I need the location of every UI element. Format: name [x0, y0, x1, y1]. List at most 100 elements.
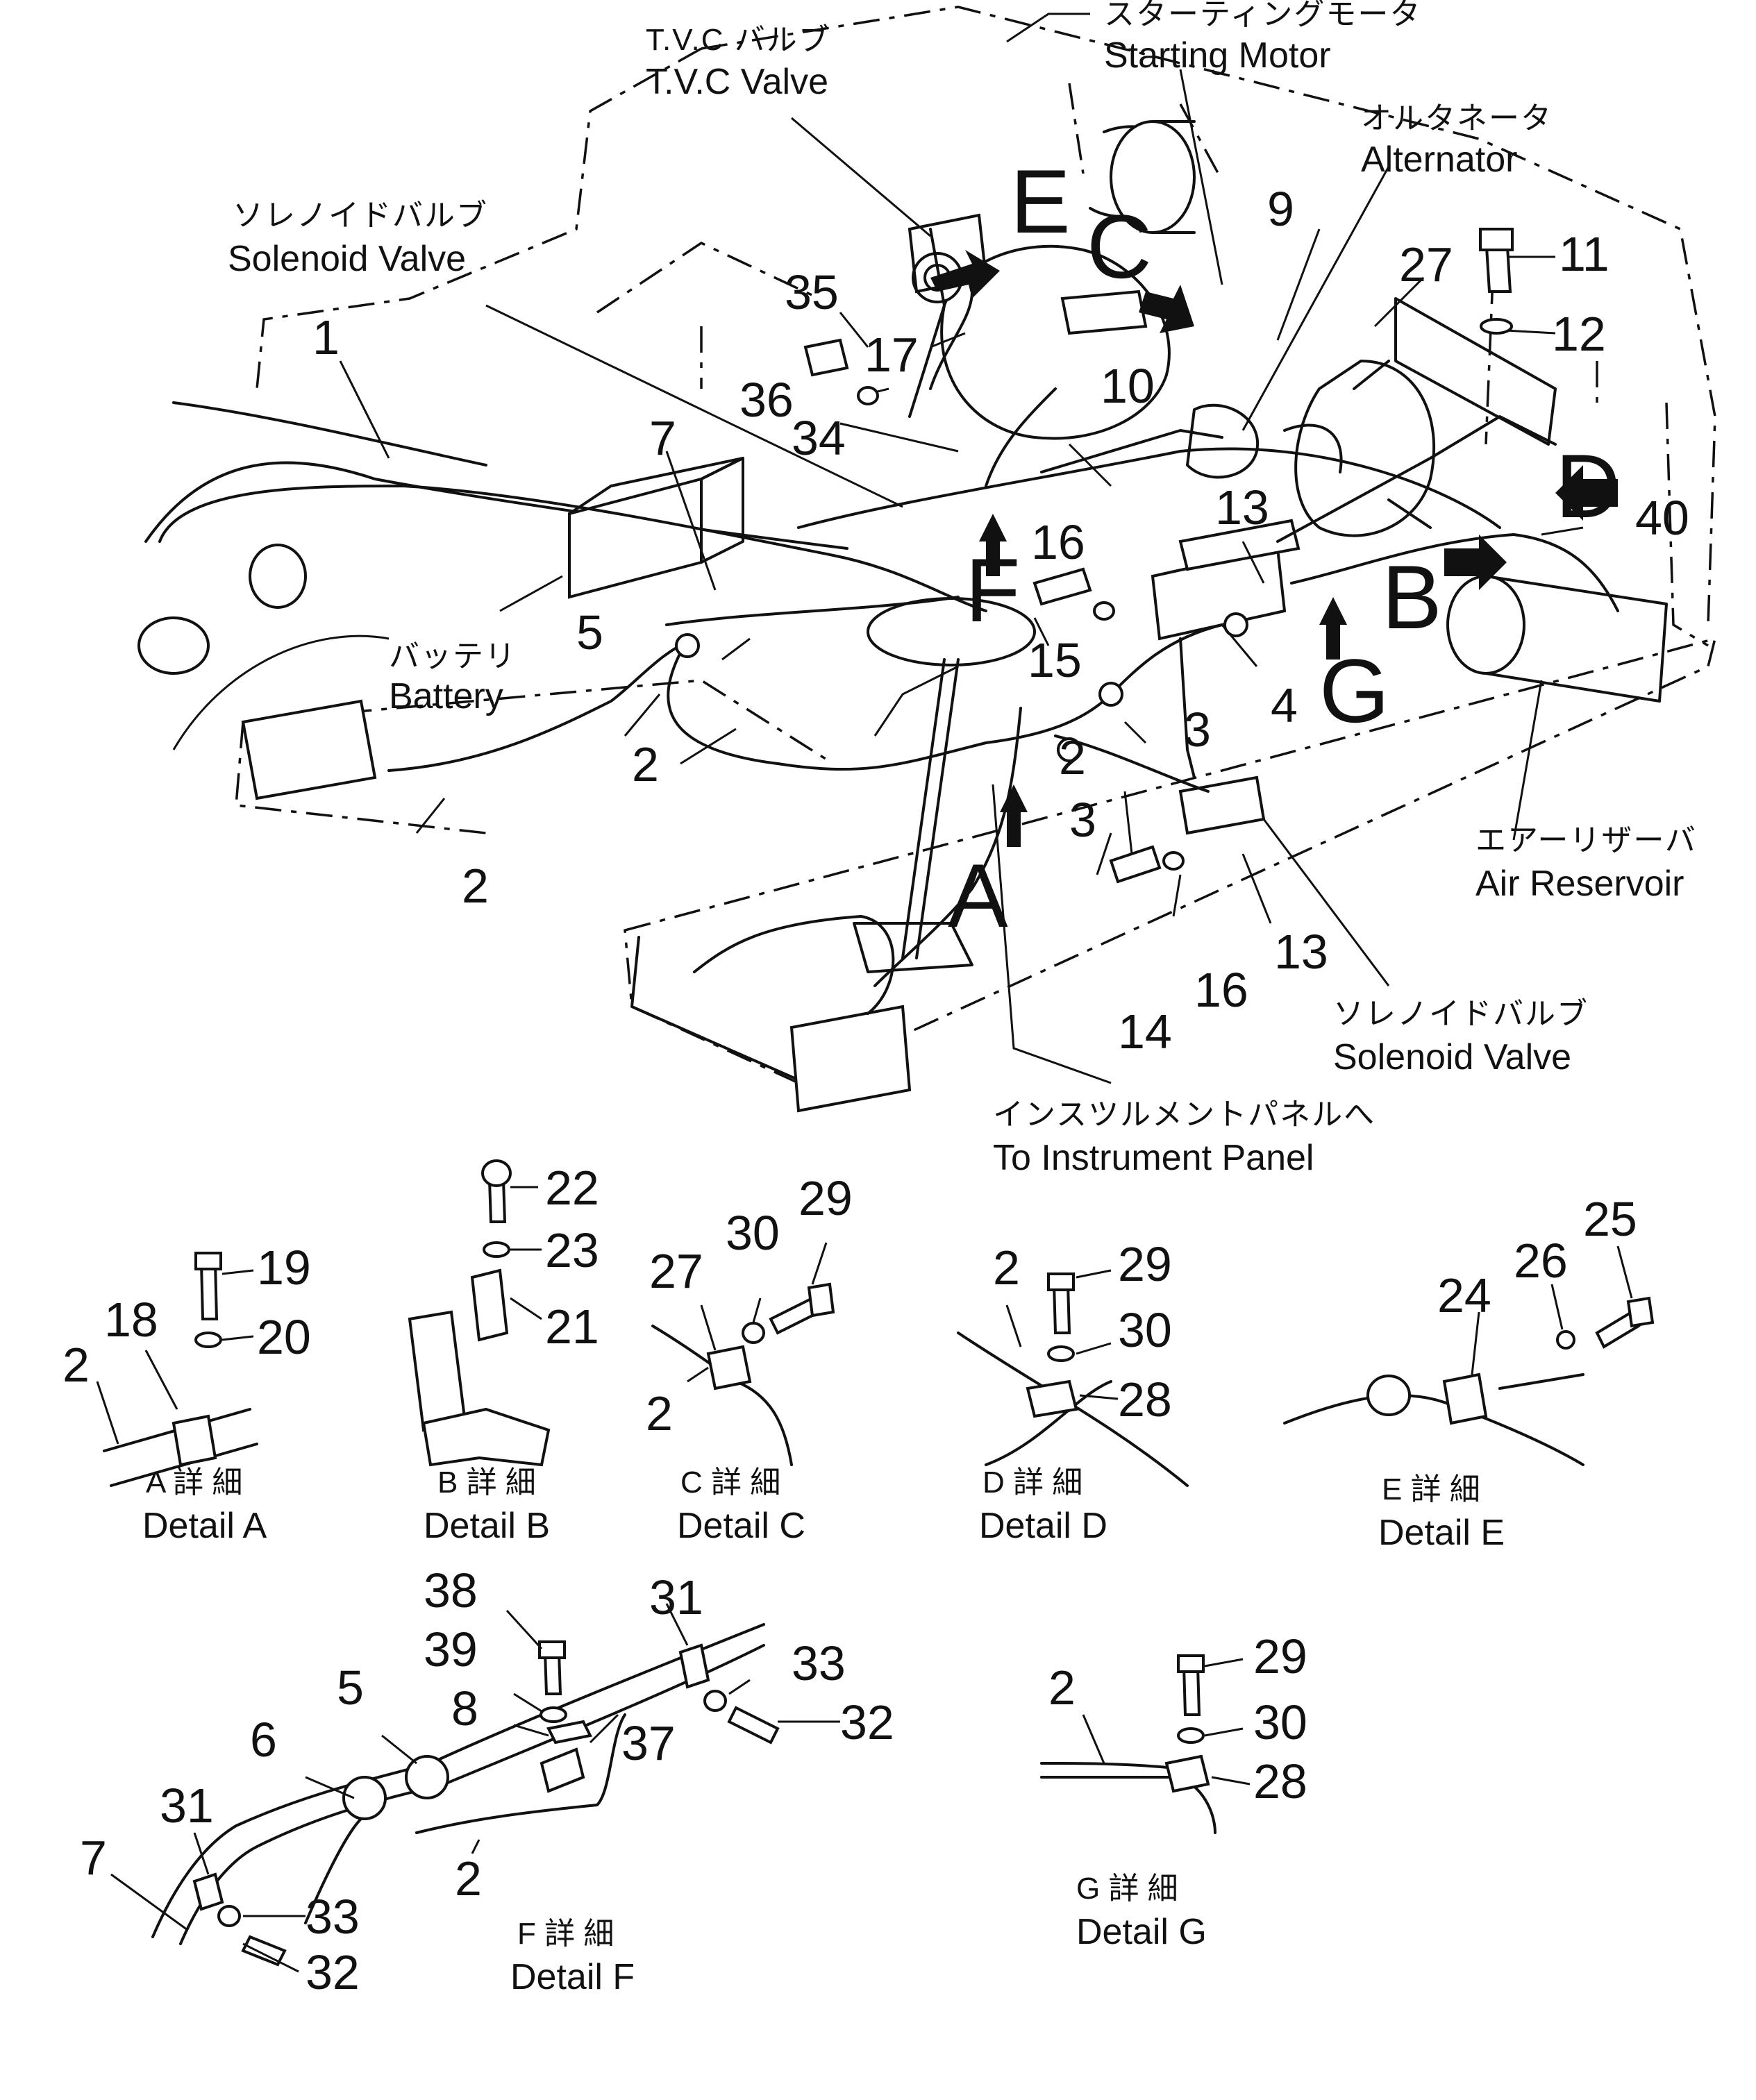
detail-c-part-29: 29 [798, 1171, 853, 1225]
detail-g-part-29: 29 [1253, 1629, 1307, 1683]
part-num-1: 1 [312, 310, 340, 364]
detail-a-part-19: 19 [257, 1241, 311, 1295]
view-letter-e: E [1010, 151, 1071, 252]
part-num-16b: 16 [1194, 963, 1248, 1017]
part-num-2a: 2 [462, 859, 489, 913]
detail-a-title-jp: A 詳 細 [146, 1465, 242, 1500]
part-num-3b: 3 [1069, 793, 1096, 847]
detail-f-part-8: 8 [451, 1681, 478, 1736]
detail-d-title-jp: D 詳 細 [982, 1465, 1082, 1500]
part-num-2b: 2 [632, 737, 659, 791]
detail-f-part-32a: 32 [840, 1695, 894, 1749]
wire-harness [158, 228, 1619, 1015]
detail-f-title-jp: F 詳 細 [517, 1917, 614, 1951]
detail-b: 22 23 21 B 詳 細 Detail B [408, 1159, 599, 1546]
part-num-27: 27 [1399, 237, 1453, 292]
detail-f-part-38: 38 [424, 1563, 478, 1618]
detail-a: 18 19 20 2 A 詳 細 Detail A [62, 1241, 311, 1546]
part-num-11: 11 [1559, 227, 1609, 281]
detail-c: 27 30 29 2 C 詳 細 Detail C [646, 1171, 853, 1546]
detail-f-part-5: 5 [337, 1661, 364, 1715]
air-reservoir-label-en: Air Reservoir [1475, 864, 1684, 904]
main-part-numbers: 1 2 2 2 3 3 4 5 7 9 10 11 12 13 13 14 15… [312, 182, 1689, 1059]
detail-d-part-28: 28 [1118, 1372, 1172, 1427]
air-reservoir-label-jp: エアーリザーバ [1475, 823, 1697, 857]
view-arrows [930, 250, 1618, 847]
alternator-label-jp: オルタネータ [1361, 101, 1553, 135]
view-letter-b: B [1382, 546, 1442, 648]
detail-f-part-2: 2 [455, 1851, 482, 1906]
detail-a-part-20: 20 [257, 1310, 311, 1364]
detail-f-part-32b: 32 [306, 1945, 360, 1999]
detail-e-title-jp: E 詳 細 [1382, 1472, 1480, 1506]
part-num-14: 14 [1118, 1005, 1172, 1059]
detail-c-title-en: Detail C [677, 1506, 805, 1546]
solenoid-valve-top-label-jp: ソレノイドバルブ [233, 199, 488, 233]
detail-e: 24 26 25 E 詳 細 Detail E [1283, 1192, 1655, 1553]
view-letter-d: D [1555, 435, 1621, 537]
detail-c-part-27: 27 [649, 1244, 703, 1298]
detail-a-title-en: Detail A [142, 1506, 267, 1546]
detail-g-part-30: 30 [1253, 1695, 1307, 1749]
battery-label-en: Battery [389, 676, 503, 716]
part-num-13a: 13 [1215, 480, 1269, 535]
solenoid-valve-bottom-label-en: Solenoid Valve [1333, 1037, 1571, 1077]
detail-b-part-22: 22 [545, 1161, 599, 1215]
detail-g-part-28: 28 [1253, 1754, 1307, 1808]
detail-f-part-33a: 33 [792, 1636, 846, 1690]
instrument-panel-label-en: To Instrument Panel [993, 1138, 1314, 1178]
detail-e-part-25: 25 [1583, 1192, 1637, 1246]
detail-b-part-21: 21 [545, 1300, 599, 1354]
part-num-3a: 3 [1184, 703, 1211, 757]
battery-label-jp: バッテリ [389, 639, 517, 673]
tvc-valve-label-en: T.V.C Valve [646, 62, 828, 102]
detail-f-part-6: 6 [250, 1713, 277, 1767]
detail-b-title-en: Detail B [424, 1506, 550, 1546]
solenoid-valve-bottom-label-jp: ソレノイドバルブ [1333, 997, 1589, 1031]
detail-c-part-2: 2 [646, 1386, 673, 1440]
detail-g-title-en: Detail G [1076, 1912, 1207, 1952]
detail-g-title-jp: G 詳 細 [1076, 1872, 1178, 1906]
detail-d-part-2: 2 [993, 1241, 1020, 1295]
part-num-9: 9 [1267, 182, 1294, 236]
detail-e-title-en: Detail E [1378, 1513, 1505, 1553]
detail-c-title-jp: C 詳 細 [680, 1465, 780, 1500]
part-num-34: 34 [792, 411, 846, 465]
detail-f-part-37: 37 [621, 1716, 676, 1770]
detail-f-part-31b: 31 [160, 1779, 214, 1833]
detail-g-part-2: 2 [1048, 1661, 1076, 1715]
starting-motor-label-jp: スターティングモータ [1104, 0, 1421, 31]
detail-f-part-31a: 31 [649, 1570, 703, 1624]
detail-d: 2 29 30 28 D 詳 細 Detail D [957, 1237, 1189, 1546]
alternator-label-en: Alternator [1361, 140, 1517, 180]
part-num-13b: 13 [1274, 925, 1328, 979]
detail-g: 29 30 28 2 G 詳 細 Detail G [1040, 1629, 1307, 1952]
detail-b-part-23: 23 [545, 1223, 599, 1277]
part-num-10: 10 [1101, 359, 1155, 413]
part-num-35: 35 [785, 265, 839, 319]
part-num-5: 5 [576, 605, 603, 660]
detail-f-part-7: 7 [80, 1831, 107, 1885]
part-num-40: 40 [1635, 491, 1689, 545]
part-num-15: 15 [1028, 633, 1082, 687]
part-num-7: 7 [649, 411, 676, 465]
view-letter-labels: A B C D E F G [948, 151, 1621, 946]
detail-b-title-jp: B 詳 細 [437, 1465, 536, 1500]
detail-e-part-24: 24 [1437, 1268, 1491, 1322]
detail-f-part-33b: 33 [306, 1890, 360, 1944]
part-num-2c: 2 [1059, 730, 1086, 784]
part-num-4: 4 [1271, 678, 1298, 732]
detail-d-title-en: Detail D [979, 1506, 1107, 1546]
view-letter-c: C [1087, 196, 1152, 297]
starting-motor-label-en: Starting Motor [1104, 35, 1331, 76]
detail-e-part-26: 26 [1514, 1234, 1568, 1288]
view-letter-g: G [1319, 640, 1389, 741]
detail-a-part-18: 18 [104, 1293, 158, 1347]
instrument-panel-label-jp: インスツルメントパネルへ [993, 1098, 1375, 1132]
part-num-16a: 16 [1031, 515, 1085, 569]
detail-d-part-29: 29 [1118, 1237, 1172, 1291]
callout-leaders [339, 12, 1598, 1084]
detail-c-part-30: 30 [726, 1206, 780, 1260]
main-hardware [803, 228, 1514, 884]
